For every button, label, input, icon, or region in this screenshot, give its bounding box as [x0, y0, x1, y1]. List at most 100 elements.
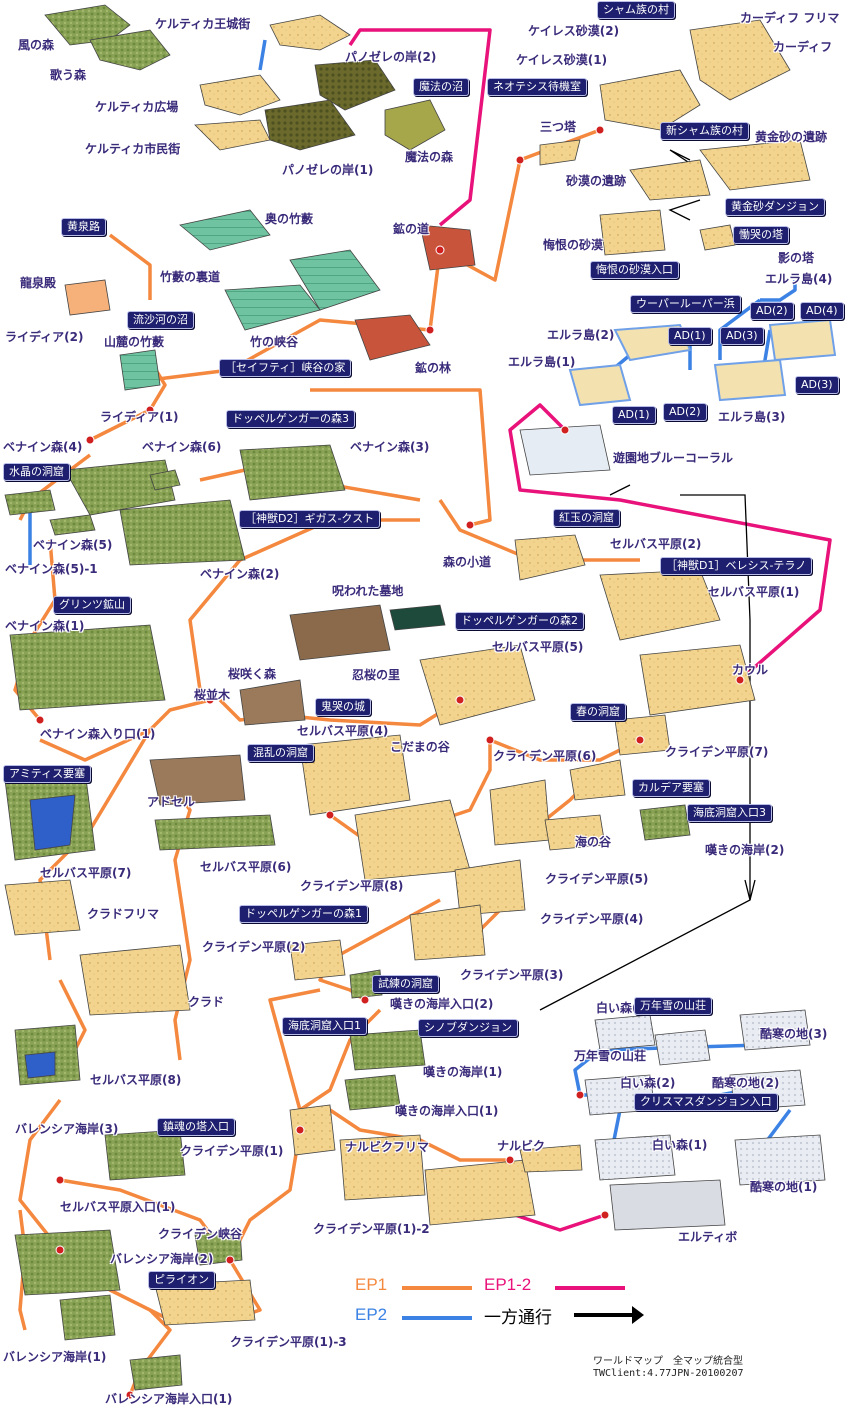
dungeon-label: 魔法の沼 [413, 78, 469, 96]
map-label: 竹の峡谷 [250, 335, 299, 349]
map-label: パノゼレの岸(1) [282, 163, 374, 177]
map-label: ベナイン森入り口(1) [40, 727, 156, 741]
map-label: セルバス平原(5) [492, 640, 584, 654]
dungeon-label: 鎮魂の塔入口 [157, 1118, 235, 1136]
map-label: クライデン平原(8) [300, 879, 404, 893]
map-label: カーディフ フリマ [740, 11, 840, 25]
dungeon-label: 春の洞窟 [570, 703, 626, 721]
map-label: ベナイン森(1) [5, 619, 85, 633]
map-label: セルバス平原(2) [610, 537, 702, 551]
dungeon-label: AD(1) [612, 406, 656, 424]
dungeon-label: ［神獣D1］ベレシス-テラノ [660, 557, 813, 575]
map-label: 嘆きの海岸(1) [423, 1065, 503, 1079]
map-label: クライデン平原(4) [540, 912, 644, 926]
dungeon-label: ドッペルゲンガーの森2 [455, 612, 584, 630]
dungeon-label: 鬼哭の城 [315, 698, 371, 716]
map-label: ベナイン森(2) [200, 567, 280, 581]
dungeon-label: 海底洞窟入口3 [687, 804, 772, 822]
map-label: 砂漠の遺跡 [566, 174, 627, 188]
dungeon-label: 新シャム族の村 [660, 122, 749, 140]
dungeon-label: 流沙河の沼 [127, 311, 194, 329]
dungeon-label: 混乱の洞窟 [247, 744, 314, 762]
map-label: クライデン平原(5) [545, 872, 649, 886]
map-label: ケイレス砂漠(1) [516, 53, 608, 67]
map-label: クライデン平原(3) [460, 968, 564, 982]
legend-oneway-arrowhead [632, 1306, 644, 1324]
map-label: 忍桜の里 [352, 668, 401, 682]
dungeon-label: ピライオン [148, 1271, 215, 1289]
map-label: 歌う森 [50, 68, 87, 82]
dungeon-label: ドッペルゲンガーの森1 [239, 905, 368, 923]
map-label: 白い森(2) [620, 1076, 676, 1090]
dungeon-label: AD(2) [750, 302, 794, 320]
map-label: 魔法の森 [405, 150, 454, 164]
dungeon-label: カルデア要塞 [632, 779, 710, 797]
map-label: カーディフ [773, 40, 833, 54]
map-label: パノゼレの岸(2) [345, 50, 437, 64]
dungeon-label: ［セイフティ］峡谷の家 [219, 359, 352, 377]
map-label: 酷寒の地(3) [760, 1027, 828, 1041]
map-label: セルバス平原入口(1) [60, 1200, 176, 1214]
map-label: エルラ島(2) [547, 328, 615, 342]
map-label: 桜咲く森 [228, 667, 277, 681]
map-label: 風の森 [18, 38, 55, 52]
map-label: ナルビクフリマ [345, 1140, 430, 1154]
map-label: アドセル [147, 795, 196, 809]
map-label: ケルティカ市民街 [85, 142, 181, 156]
dungeon-label: AD(3) [720, 327, 764, 345]
map-label: セルバス平原(6) [200, 860, 292, 874]
dungeon-label: ［神獣D2］ギガス-クスト [239, 510, 381, 528]
map-label: セルバス平原(1) [708, 585, 800, 599]
dungeon-label: AD(4) [800, 302, 844, 320]
map-label: セルバス平原(8) [90, 1073, 182, 1087]
map-label: ベナイン森(3) [350, 440, 430, 454]
dungeon-label: 黄泉路 [61, 218, 106, 236]
map-label: 鉱の林 [415, 361, 452, 375]
map-label: エルラ島(4) [765, 272, 833, 286]
map-label: クライデン平原(6) [493, 749, 597, 763]
legend-oneway: 一方通行 [484, 1308, 552, 1327]
map-areas [4, 4, 837, 1391]
dungeon-label: 試練の洞窟 [372, 975, 439, 993]
map-label: 遊園地ブルーコーラル [613, 451, 734, 465]
portals [35, 125, 745, 1400]
map-label: バレンシア海岸(2) [110, 1252, 214, 1266]
map-label: ケルティカ王城街 [155, 17, 251, 31]
map-label: ベナイン森(6) [142, 440, 222, 454]
map-label: 嘆きの海岸入口(2) [390, 997, 494, 1011]
map-label: クライデン平原(1)-2 [313, 1222, 430, 1236]
dungeon-label: 慟哭の塔 [733, 226, 789, 244]
map-label: ケルティカ広場 [95, 100, 179, 114]
dungeon-label: 水晶の洞窟 [3, 463, 70, 481]
map-label: エルラ島(1) [508, 355, 576, 369]
map-label: クライデン平原(7) [665, 745, 769, 759]
map-label: ナルビク [497, 1139, 546, 1153]
map-label: バレンシア海岸(3) [15, 1122, 119, 1136]
dungeon-label: 悔恨の砂漠入口 [590, 261, 679, 279]
map-label: セルバス平原(4) [297, 724, 389, 738]
map-label: 影の塔 [778, 251, 815, 265]
dungeon-label: シャム族の村 [597, 1, 675, 19]
legend-ep1: EP1 [355, 1275, 388, 1294]
map-label: 桜並木 [194, 688, 231, 702]
map-label: 三つ塔 [540, 120, 577, 134]
legend-oneway-arrow [574, 1313, 634, 1317]
map-label: クライデン峡谷 [158, 1227, 243, 1241]
map-label: クライデン平原(2) [202, 940, 306, 954]
map-label: ベナイン森(5) [33, 538, 113, 552]
dungeon-label: グリンツ鉱山 [53, 596, 131, 614]
map-label: クライデン平原(1)-3 [230, 1335, 347, 1349]
map-label: クラドフリマ [87, 907, 160, 921]
map-label: ライディア(2) [5, 330, 84, 344]
map-label: 酷寒の地(1) [750, 1180, 818, 1194]
map-label: 黄金砂の遺跡 [755, 130, 828, 144]
dungeon-label: シノブダンジョン [418, 1019, 518, 1037]
dungeon-label: ネオテシス待機室 [487, 78, 587, 96]
dungeon-label: 海底洞窟入口1 [282, 1017, 367, 1035]
map-label: エルティボ [678, 1230, 738, 1244]
map-label: 酷寒の地(2) [712, 1076, 780, 1090]
dungeon-label: クリスマスダンジョン入口 [634, 1093, 778, 1111]
dungeon-label: AD(3) [795, 376, 839, 394]
map-label: ベナイン森(5)-1 [5, 562, 98, 576]
